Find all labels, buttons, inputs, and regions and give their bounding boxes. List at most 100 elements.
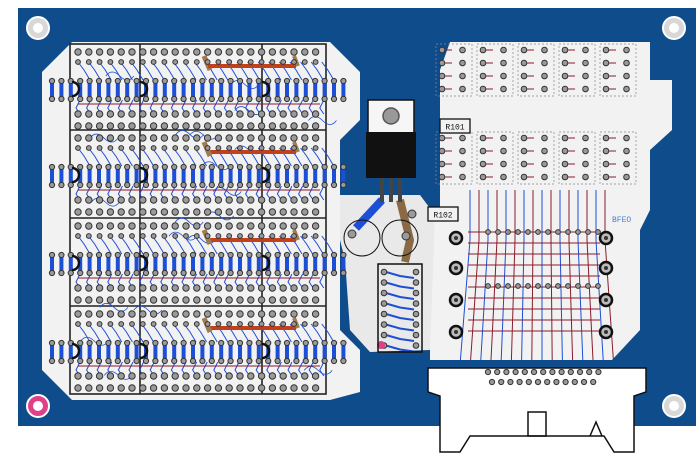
pad [459,134,466,142]
blue-trace [321,235,335,255]
pad [582,147,589,155]
diode-body [68,257,73,271]
pad [189,357,197,365]
diode-body [219,83,224,97]
pad [535,229,541,235]
blue-trace [120,235,133,255]
pad [321,163,328,171]
pad [129,145,135,151]
pad [225,222,233,230]
pad [124,269,131,277]
connector-pin [525,378,532,386]
pad [236,269,244,277]
blue-trace [201,161,231,171]
pad [106,372,115,380]
pad [133,357,140,365]
pad [561,160,569,168]
pad [172,145,179,151]
diode-body [294,169,299,183]
diode-body [50,345,54,359]
diode-body [285,257,289,271]
diode-body [125,83,130,97]
pad [48,357,56,365]
pad [459,160,466,168]
pad [290,208,298,216]
pad [204,233,211,239]
pad [255,77,262,85]
pad [515,229,521,235]
pin1-marker [377,341,385,349]
pad [302,95,309,103]
pad [139,372,147,380]
pad [321,95,328,103]
pad [485,283,491,289]
pad [311,372,320,380]
pad [75,321,81,327]
pad [193,296,201,304]
pad [246,357,253,365]
pad [105,357,112,365]
orientation-mark [261,254,271,272]
pad [161,163,168,171]
pad [142,269,150,277]
pad [180,181,187,189]
pad [595,229,601,235]
pad [86,77,93,85]
pad [95,269,103,277]
pad [283,269,291,277]
silkscreen-middle-area [340,195,435,352]
orientation-mark [71,166,81,184]
pad [311,284,320,292]
connector-pin [558,368,565,376]
pad [105,95,112,103]
pad [312,163,319,171]
pad [330,181,338,189]
header-outline [558,43,596,97]
diode-body [228,257,233,271]
diode-body [341,345,346,359]
pad [565,229,571,235]
pad [301,48,309,56]
pad [117,372,125,380]
pad [237,145,243,151]
pad [236,296,244,304]
pad [247,48,255,56]
pad [160,372,169,380]
pad [268,310,277,318]
pad [236,77,244,85]
pad [133,251,140,259]
pad [247,196,255,204]
diode-body [228,345,233,359]
blue-trace [168,231,198,241]
pad [133,339,140,347]
pad [218,269,225,277]
pad [133,163,140,171]
pad [311,48,320,56]
pad [541,160,548,168]
diode-body [209,83,214,97]
pad [150,321,157,327]
pad [128,372,136,380]
blue-trace [98,235,112,255]
bus-trace [459,190,471,361]
pad [183,233,189,239]
pad [582,173,589,181]
pad [582,134,589,142]
diode-body [200,83,205,97]
pad [128,48,136,56]
pad [180,77,187,85]
pad [128,384,136,392]
pad [585,229,591,235]
pad [268,122,277,130]
pad [160,196,169,204]
diode-body [332,345,336,359]
pad [290,310,298,318]
pad [311,110,320,118]
pad [117,310,125,318]
blue-trace [89,133,119,143]
pad [105,163,112,171]
pad [189,251,197,259]
pad [301,145,308,151]
pad [311,296,320,304]
pad [268,284,277,292]
